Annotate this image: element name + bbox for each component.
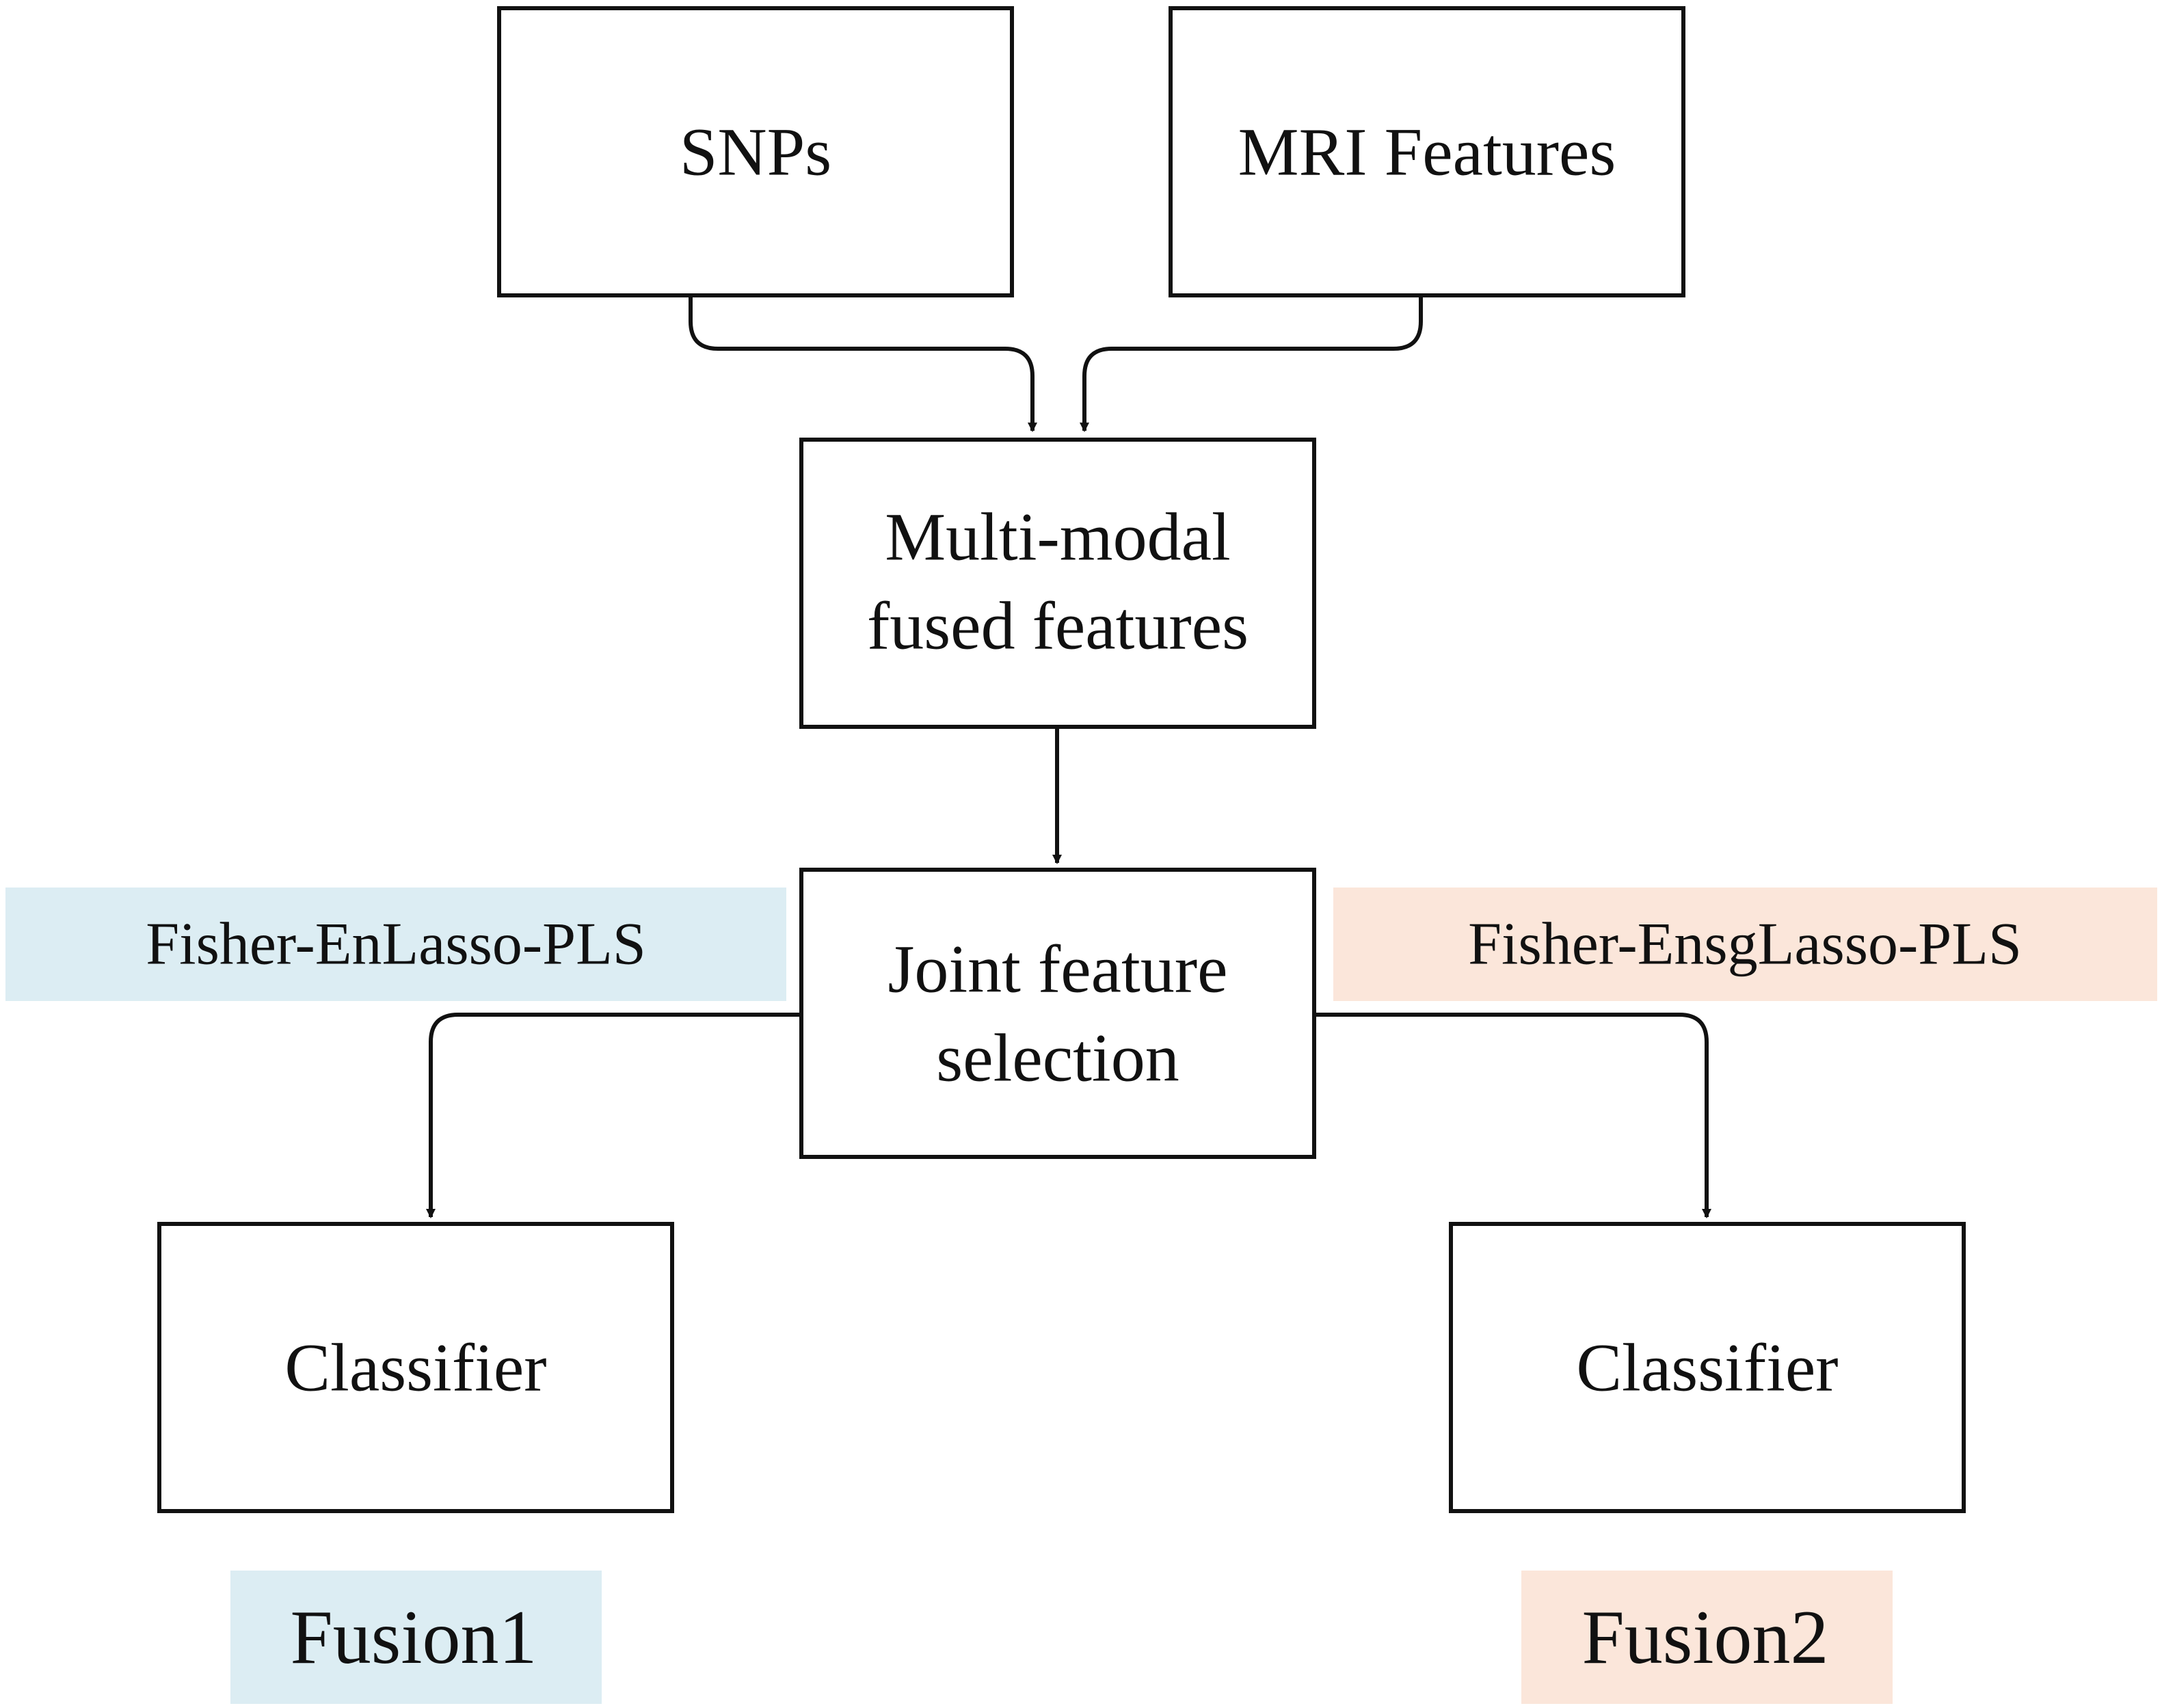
snps-box: SNPs (497, 6, 1014, 297)
arrow-selection-to-left-classifier (426, 1013, 801, 1218)
right-classifier-label: Classifier (1576, 1330, 1838, 1406)
arrow-snps-to-fused (689, 295, 1037, 432)
left-classifier-box: Classifier (157, 1222, 674, 1513)
joint-selection-box: Joint feature selection (799, 868, 1316, 1159)
fused-label-line2: fused features (867, 588, 1249, 664)
fusion-right-label: Fusion2 (1582, 1595, 1829, 1680)
fused-label-line1: Multi-modal (885, 499, 1231, 575)
arrow-mri-to-fused (1080, 295, 1423, 432)
fusion-right-panel (1521, 1571, 1893, 1704)
left-classifier-label: Classifier (284, 1330, 546, 1406)
method-right-label: Fisher-EnsgLasso-PLS (1468, 911, 2022, 978)
mri-box: MRI Features (1169, 6, 1685, 297)
method-left-panel (5, 888, 786, 1001)
snps-label: SNPs (680, 114, 831, 190)
method-right-panel (1333, 888, 2157, 1001)
fusion-left-label: Fusion1 (291, 1595, 537, 1680)
arrow-selection-to-right-classifier (1314, 1013, 1711, 1218)
connectors (426, 295, 1711, 1218)
selection-label-line2: selection (936, 1020, 1179, 1096)
right-classifier-box: Classifier (1449, 1222, 1966, 1513)
mri-label: MRI Features (1238, 114, 1616, 190)
selection-label-line1: Joint feature (888, 931, 1227, 1007)
fused-features-box: Multi-modal fused features (799, 438, 1316, 729)
method-left-label: Fisher-EnLasso-PLS (146, 911, 646, 978)
fusion-left-panel (230, 1571, 602, 1704)
